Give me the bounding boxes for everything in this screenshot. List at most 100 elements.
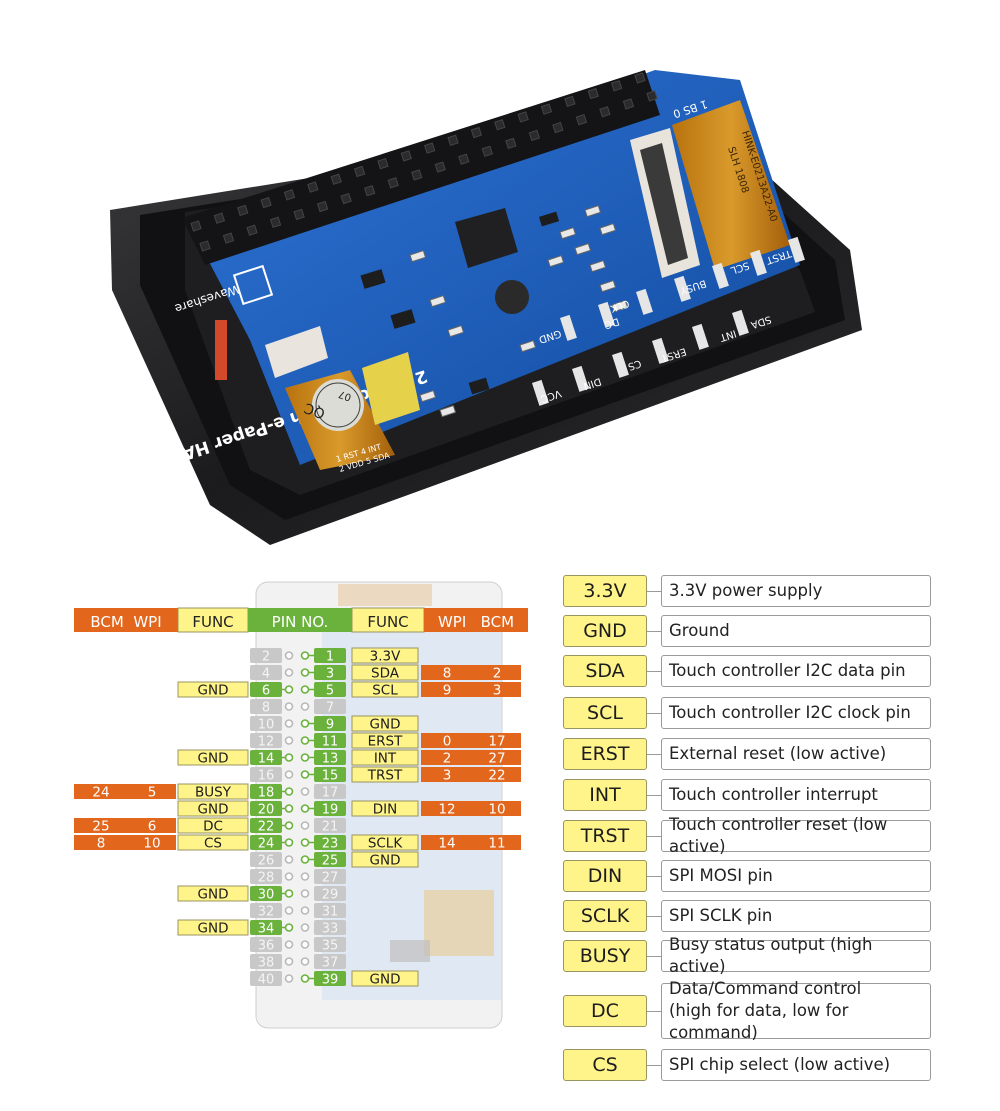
left-func-label: GND (198, 751, 229, 767)
legend-pin-cs: CS (563, 1049, 647, 1081)
right-func-box (351, 647, 419, 664)
left-func-label: GND (198, 802, 229, 818)
right-func-label: SCLK (368, 836, 404, 852)
even-pin-number: 30 (258, 888, 275, 903)
legend-pin-busy: BUSY (563, 940, 647, 972)
legend-connector (647, 631, 661, 632)
pin-dot (300, 685, 310, 694)
even-pin-box (250, 767, 282, 782)
even-pin-box (250, 733, 282, 748)
pin-dot (284, 753, 294, 762)
right-gpio-box (421, 801, 521, 816)
pin-dot (284, 685, 294, 694)
legend-pin-din: DIN (563, 860, 647, 892)
qc-sticker (312, 379, 364, 431)
odd-pin-box (314, 852, 346, 867)
left-wpi: 6 (148, 819, 157, 835)
pin-dot (300, 923, 310, 932)
right-gpio-box (421, 733, 521, 748)
odd-pin-box (314, 784, 346, 799)
legend-desc-line: SPI SCLK pin (669, 906, 773, 925)
pin-dot (300, 770, 310, 779)
odd-pin-number: 25 (322, 854, 339, 869)
even-pin-box (250, 886, 282, 901)
pin-dot (284, 736, 294, 745)
left-bcm: 24 (92, 785, 109, 801)
odd-pin-number: 19 (322, 803, 339, 818)
pin-dot (284, 974, 294, 983)
left-func-label: GND (198, 887, 229, 903)
right-gpio-box (421, 767, 521, 782)
odd-pin-number: 9 (326, 718, 334, 733)
odd-pin-box (314, 750, 346, 765)
legend-desc-line: Touch controller I2C data pin (669, 661, 906, 680)
even-pin-box (250, 903, 282, 918)
right-bcm: 10 (488, 802, 505, 818)
odd-pin-number: 5 (326, 684, 334, 699)
legend-desc-line: Data/Command control (669, 979, 862, 998)
even-pin-number: 28 (258, 871, 275, 886)
odd-pin-box (314, 699, 346, 714)
odd-pin-box (314, 801, 346, 816)
even-pin-number: 20 (258, 803, 275, 818)
even-pin-box (250, 869, 282, 884)
legend-desc: SPI SCLK pin (661, 900, 931, 932)
right-wpi: 0 (443, 734, 452, 750)
right-func-label: GND (370, 972, 401, 988)
odd-pin-box (314, 903, 346, 918)
right-func-box (351, 732, 419, 749)
right-func-box (351, 749, 419, 766)
pin-dot (284, 906, 294, 915)
odd-pin-number: 17 (322, 786, 339, 801)
header-func-right: FUNC (367, 613, 408, 631)
legend-desc-line: Touch controller I2C clock pin (669, 703, 911, 722)
legend-connector (647, 671, 661, 672)
even-pin-number: 34 (258, 922, 275, 937)
right-func-box (351, 715, 419, 732)
legend-connector (647, 876, 661, 877)
right-bcm: 3 (493, 683, 502, 699)
legend-desc: Data/Command control (high for data, low … (661, 979, 931, 1042)
odd-pin-number: 37 (322, 956, 339, 971)
legend-desc: Touch controller reset (low active) (661, 815, 931, 856)
right-func-box (351, 970, 419, 987)
pin-dot (300, 855, 310, 864)
left-func-label: CS (204, 836, 222, 852)
silk-pin-label: CS (626, 357, 642, 372)
odd-pin-box (314, 818, 346, 833)
even-pin-box (250, 801, 282, 816)
left-func-box (177, 817, 249, 834)
right-func-label: DIN (373, 802, 397, 818)
legend-desc-line: (high for data, low for command) (669, 1001, 849, 1042)
silk-pin-label: DC (603, 315, 620, 330)
odd-pin-box (314, 716, 346, 731)
left-func-box (177, 834, 249, 851)
left-wpi: 10 (143, 836, 160, 852)
pin-dot (284, 787, 294, 796)
pin-pads (532, 236, 805, 406)
left-func-label: GND (198, 683, 229, 699)
odd-pin-number: 7 (326, 701, 334, 716)
odd-pin-number: 31 (322, 905, 339, 920)
right-bcm: 22 (488, 768, 505, 784)
pin-dot (300, 974, 310, 983)
even-pin-number: 18 (258, 786, 275, 801)
right-func-label: SCL (372, 683, 398, 699)
odd-pin-number: 27 (322, 871, 339, 886)
even-pin-box (250, 682, 282, 697)
pin-dot (300, 702, 310, 711)
side-strip (215, 320, 227, 380)
even-pin-box (250, 852, 282, 867)
pin-dot (284, 923, 294, 932)
even-pin-number: 24 (258, 837, 275, 852)
silk-pin-label: INT (717, 327, 737, 343)
even-pin-number: 14 (258, 752, 275, 767)
legend-pin-sclk: SCLK (563, 900, 647, 932)
legend-connector (647, 795, 661, 796)
legend-pin-dc: DC (563, 995, 647, 1027)
odd-pin-box (314, 920, 346, 935)
right-wpi: 14 (438, 836, 455, 852)
right-gpio-box (421, 750, 521, 765)
header-pin-no: PIN NO. (272, 613, 329, 631)
legend-desc: Touch controller I2C clock pin (661, 697, 931, 729)
